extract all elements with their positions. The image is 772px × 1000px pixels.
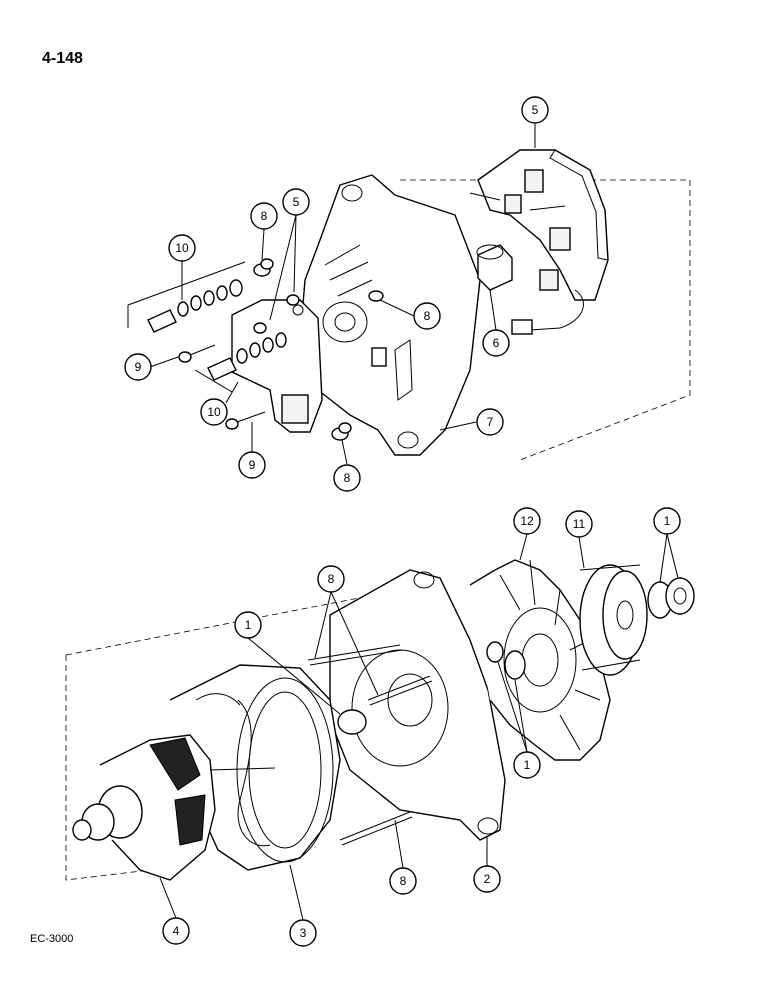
svg-text:8: 8 — [424, 309, 431, 323]
callout-8-upper-left: 8 — [250, 202, 278, 230]
svg-text:9: 9 — [249, 458, 256, 472]
callout-10-low: 10 — [200, 398, 228, 426]
rotor — [72, 734, 276, 881]
svg-text:5: 5 — [293, 195, 300, 209]
svg-text:2: 2 — [484, 872, 491, 886]
svg-text:8: 8 — [328, 572, 335, 586]
figure-code: EC-3000 — [30, 933, 74, 945]
callout-1-left: 1 — [234, 611, 262, 639]
callout-8-low: 8 — [333, 464, 361, 492]
svg-text:1: 1 — [524, 758, 531, 772]
end-housing — [299, 174, 481, 456]
svg-text:8: 8 — [344, 471, 351, 485]
callout-9-low: 9 — [238, 451, 266, 479]
callout-2: 2 — [473, 865, 501, 893]
svg-text:8: 8 — [261, 209, 268, 223]
svg-text:10: 10 — [207, 405, 221, 419]
callout-4: 4 — [162, 917, 190, 945]
through-bolts — [307, 644, 433, 846]
callout-5-top: 5 — [521, 96, 549, 124]
svg-text:5: 5 — [532, 103, 539, 117]
callout-1-right: 1 — [653, 507, 681, 535]
callout-8-bottom: 8 — [389, 867, 417, 895]
svg-text:4: 4 — [173, 924, 180, 938]
svg-text:8: 8 — [400, 874, 407, 888]
bearing-cap — [476, 244, 513, 291]
svg-text:7: 7 — [487, 415, 494, 429]
drive-end-housing — [329, 569, 506, 841]
svg-text:10: 10 — [175, 241, 189, 255]
svg-text:1: 1 — [245, 618, 252, 632]
bearing-spacers — [486, 641, 526, 680]
callout-12: 12 — [513, 507, 541, 535]
callout-3: 3 — [289, 919, 317, 947]
callout-10-top: 10 — [168, 234, 196, 262]
leader-lines — [149, 124, 679, 921]
callout-1-bottom: 1 — [513, 751, 541, 779]
svg-text:9: 9 — [135, 360, 142, 374]
callout-7: 7 — [476, 408, 504, 436]
callout-8-lower: 8 — [317, 565, 345, 593]
pulley — [579, 564, 648, 676]
screws-upper — [178, 294, 300, 430]
nuts-upper — [253, 258, 384, 441]
regulator — [231, 299, 323, 433]
svg-text:11: 11 — [573, 517, 586, 531]
fan — [469, 559, 611, 761]
callout-11: 11 — [565, 510, 593, 538]
lower-dashed-frame — [65, 589, 401, 881]
svg-text:3: 3 — [300, 926, 307, 940]
brush-spring-set-lower — [194, 332, 287, 393]
pulley-nut-washer — [647, 577, 695, 619]
svg-text:6: 6 — [493, 336, 500, 350]
rectifier-plate — [469, 149, 609, 335]
callout-9-left: 9 — [124, 353, 152, 381]
callout-6: 6 — [482, 329, 510, 357]
callout-8-mid: 8 — [413, 302, 441, 330]
svg-text:1: 1 — [664, 514, 671, 528]
svg-text:12: 12 — [520, 514, 534, 528]
page-number: 4-148 — [42, 50, 83, 67]
callout-5-mid: 5 — [282, 188, 310, 216]
brush-spring-set-upper — [127, 261, 246, 333]
